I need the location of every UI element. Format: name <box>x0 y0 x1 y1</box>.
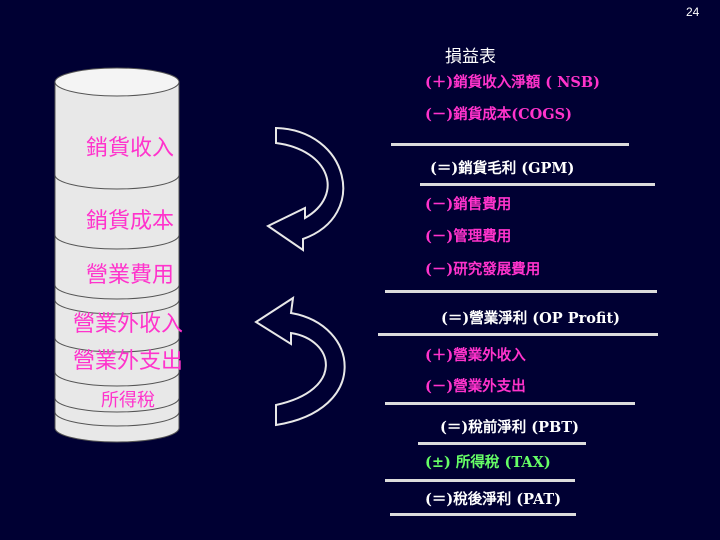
cylinder-label-opex: 營業費用 <box>86 263 175 288</box>
cylinder-label-non-op-income: 營業外收入 <box>73 312 184 337</box>
statement-rnd: (－)研究發展費用 <box>425 261 541 278</box>
cylinder-label-cogs: 銷貨成本 <box>86 209 175 234</box>
divider <box>385 402 635 405</box>
divider <box>391 143 629 146</box>
statement-gpm: (＝)銷貨毛利 (GPM) <box>430 160 575 177</box>
divider <box>385 479 575 482</box>
divider <box>385 290 657 293</box>
statement-pbt: (＝)稅前淨利 (PBT) <box>440 419 579 436</box>
divider <box>390 513 576 516</box>
statement-nsb: (＋)銷貨收入淨額 ( NSB) <box>425 74 601 91</box>
statement-cogs: (－)銷貨成本(COGS) <box>425 106 572 123</box>
cylinder-label-non-op-expense: 營業外支出 <box>73 349 184 374</box>
statement-op-profit: (＝)營業淨利 (OP Profit) <box>441 310 621 327</box>
statement-pat: (＝)稅後淨利 (PAT) <box>425 491 562 508</box>
page-number: 24 <box>686 5 700 19</box>
curved-arrow-icon <box>266 126 345 252</box>
curved-arrow-icon <box>254 295 346 427</box>
stacked-cylinder <box>54 67 180 443</box>
divider <box>420 183 655 186</box>
statement-non-op-expense: (－)營業外支出 <box>425 378 526 395</box>
statement-admin: (－)管理費用 <box>425 228 512 245</box>
statement-tax: (±) 所得稅 (TAX) <box>425 454 551 471</box>
divider <box>378 333 658 336</box>
cylinder-label-tax: 所得稅 <box>101 390 155 411</box>
cylinder-label-sales: 銷貨收入 <box>86 136 175 161</box>
divider <box>418 442 586 445</box>
statement-selling: (－)銷售費用 <box>425 196 512 213</box>
page-title: 損益表 <box>445 47 496 67</box>
statement-non-op-income: (＋)營業外收入 <box>425 347 526 364</box>
